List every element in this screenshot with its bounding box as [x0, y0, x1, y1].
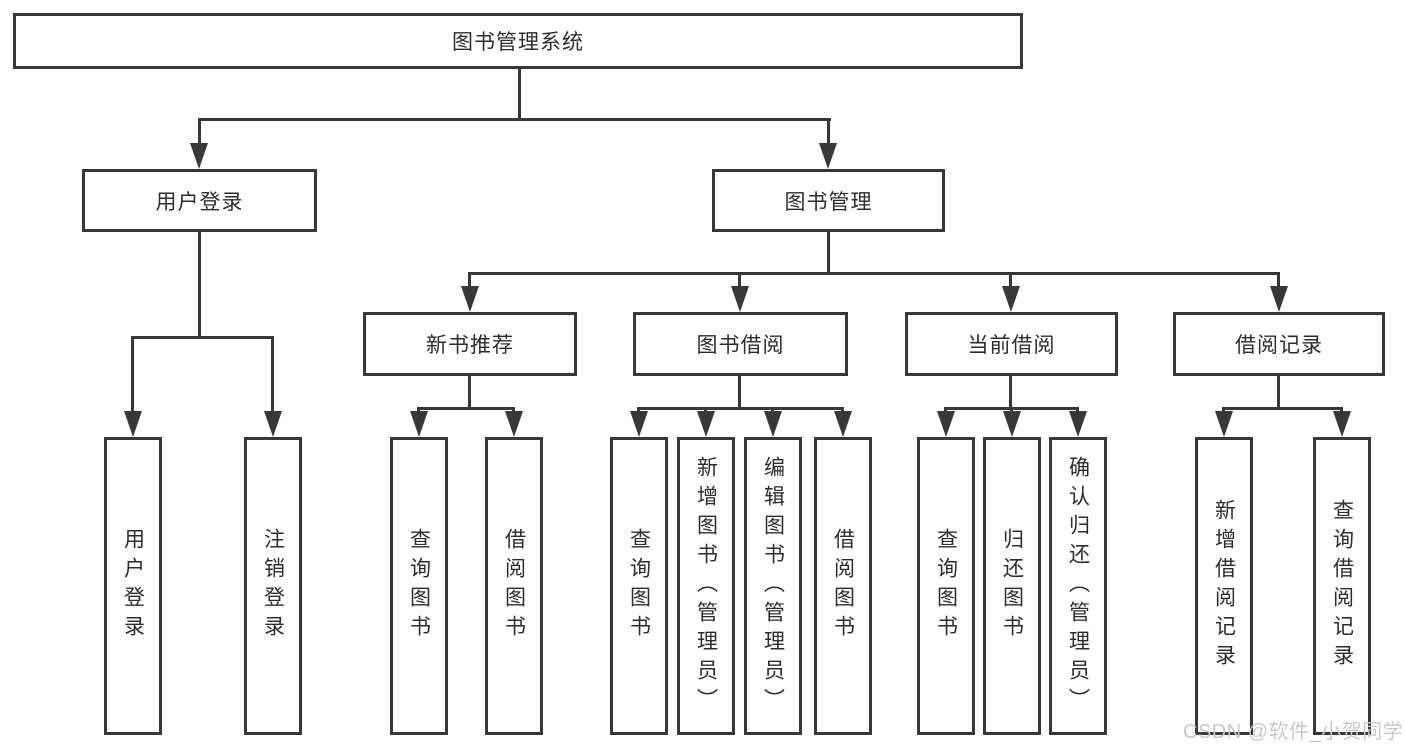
connector-new-book-rec-hbar [418, 407, 515, 410]
node-user-login-label: 用户登录 [155, 190, 244, 214]
connector-shaft-new-book-rec [468, 272, 471, 288]
arrowhead-cb-leaf1 [937, 411, 955, 437]
leaf-bb-borrow-book: 借阅图书 [814, 437, 872, 735]
node-book-management: 图书管理 [712, 169, 945, 232]
leaf-bb-query-book-label: 查询图书 [627, 528, 651, 644]
arrowhead-new-book-rec [461, 286, 479, 312]
connector-user-login-stub [198, 232, 201, 336]
node-new-book-recommend-label: 新书推荐 [426, 334, 514, 357]
connector-book-mgmt-stub [827, 232, 830, 272]
arrowhead-book-mgmt [819, 143, 837, 169]
leaf-bb-edit-book-admin-label: 编辑图书（管理员） [761, 455, 785, 717]
connector-shaft-login-leaf1 [131, 336, 134, 413]
arrowhead-bb-leaf4 [834, 411, 852, 437]
arrowhead-book-borrow [731, 286, 749, 312]
arrowhead-current-borrow [1002, 286, 1020, 312]
node-new-book-recommend: 新书推荐 [363, 312, 577, 376]
leaf-bb-query-book: 查询图书 [610, 437, 668, 735]
arrowhead-login-leaf2 [264, 411, 282, 437]
leaf-cb-confirm-return-admin-label: 确认归还（管理员） [1066, 455, 1090, 717]
leaf-logout-login-label: 注销登录 [261, 528, 285, 644]
connector-shaft-current-borrow [1009, 272, 1012, 288]
arrowhead-rec-leaf1 [410, 411, 428, 437]
arrowhead-bb-leaf2 [697, 411, 715, 437]
arrowhead-bb-leaf1 [630, 411, 648, 437]
leaf-bb-edit-book-admin: 编辑图书（管理员） [744, 437, 802, 735]
connector-shaft-book-borrow [738, 272, 741, 288]
arrowhead-login-leaf1 [124, 411, 142, 437]
connector-borrow-record-stub [1277, 376, 1280, 407]
node-root-label: 图书管理系统 [452, 31, 584, 54]
leaf-bb-add-book-admin: 新增图书（管理员） [677, 437, 735, 735]
leaf-cb-query-book-label: 查询图书 [934, 528, 958, 644]
connector-new-book-rec-stub [468, 376, 471, 407]
leaf-rec-borrow-book: 借阅图书 [485, 437, 543, 735]
node-book-management-label: 图书管理 [784, 190, 873, 214]
leaf-logout-login: 注销登录 [244, 437, 302, 735]
csdn-watermark: CSDN @软件_小贺同学 [1183, 721, 1404, 743]
arrowhead-cb-leaf3 [1069, 411, 1087, 437]
connector-book-mgmt-hbar [469, 272, 1280, 275]
node-book-borrow: 图书借阅 [633, 312, 848, 376]
node-current-borrow: 当前借阅 [905, 312, 1118, 376]
arrowhead-br-leaf1 [1215, 411, 1233, 437]
connector-user-login-hbar [132, 336, 274, 339]
arrowhead-cb-leaf2 [1003, 411, 1021, 437]
leaf-cb-return-book-label: 归还图书 [1000, 528, 1024, 644]
connector-shaft-user-login [198, 118, 201, 146]
node-root-library-management-system: 图书管理系统 [13, 13, 1023, 69]
leaf-br-add-record: 新增借阅记录 [1195, 437, 1253, 735]
leaf-br-query-record-label: 查询借阅记录 [1330, 499, 1354, 673]
leaf-br-query-record: 查询借阅记录 [1313, 437, 1371, 735]
leaf-cb-query-book: 查询图书 [917, 437, 975, 735]
node-borrow-record-label: 借阅记录 [1235, 334, 1323, 357]
leaf-rec-borrow-book-label: 借阅图书 [502, 528, 526, 644]
leaf-rec-query-book: 查询图书 [390, 437, 448, 735]
connector-shaft-book-mgmt [827, 118, 830, 146]
leaf-br-add-record-label: 新增借阅记录 [1212, 499, 1236, 673]
arrowhead-bb-leaf3 [764, 411, 782, 437]
node-book-borrow-label: 图书借阅 [696, 334, 785, 357]
leaf-cb-confirm-return-admin: 确认归还（管理员） [1049, 437, 1107, 735]
node-current-borrow-label: 当前借阅 [967, 334, 1056, 357]
leaf-bb-add-book-admin-label: 新增图书（管理员） [694, 455, 718, 717]
connector-shaft-login-leaf2 [271, 336, 274, 413]
arrowhead-br-leaf2 [1333, 411, 1351, 437]
arrowhead-borrow-record [1270, 286, 1288, 312]
leaf-cb-return-book: 归还图书 [983, 437, 1041, 735]
node-user-login: 用户登录 [82, 169, 317, 232]
arrowhead-user-login [190, 143, 208, 169]
connector-current-borrow-stub [1009, 376, 1012, 407]
connector-borrow-record-hbar [1223, 407, 1343, 410]
leaf-rec-query-book-label: 查询图书 [407, 528, 431, 644]
arrowhead-rec-leaf2 [505, 411, 523, 437]
node-borrow-record: 借阅记录 [1173, 312, 1385, 376]
leaf-user-login-label: 用户登录 [121, 528, 145, 644]
connector-shaft-borrow-record [1277, 272, 1280, 288]
leaf-bb-borrow-book-label: 借阅图书 [831, 528, 855, 644]
connector-book-borrow-hbar [638, 407, 844, 410]
leaf-user-login: 用户登录 [104, 437, 162, 735]
connector-root-stub [518, 69, 521, 118]
connector-root-hbar [198, 118, 831, 121]
connector-book-borrow-stub [738, 376, 741, 407]
